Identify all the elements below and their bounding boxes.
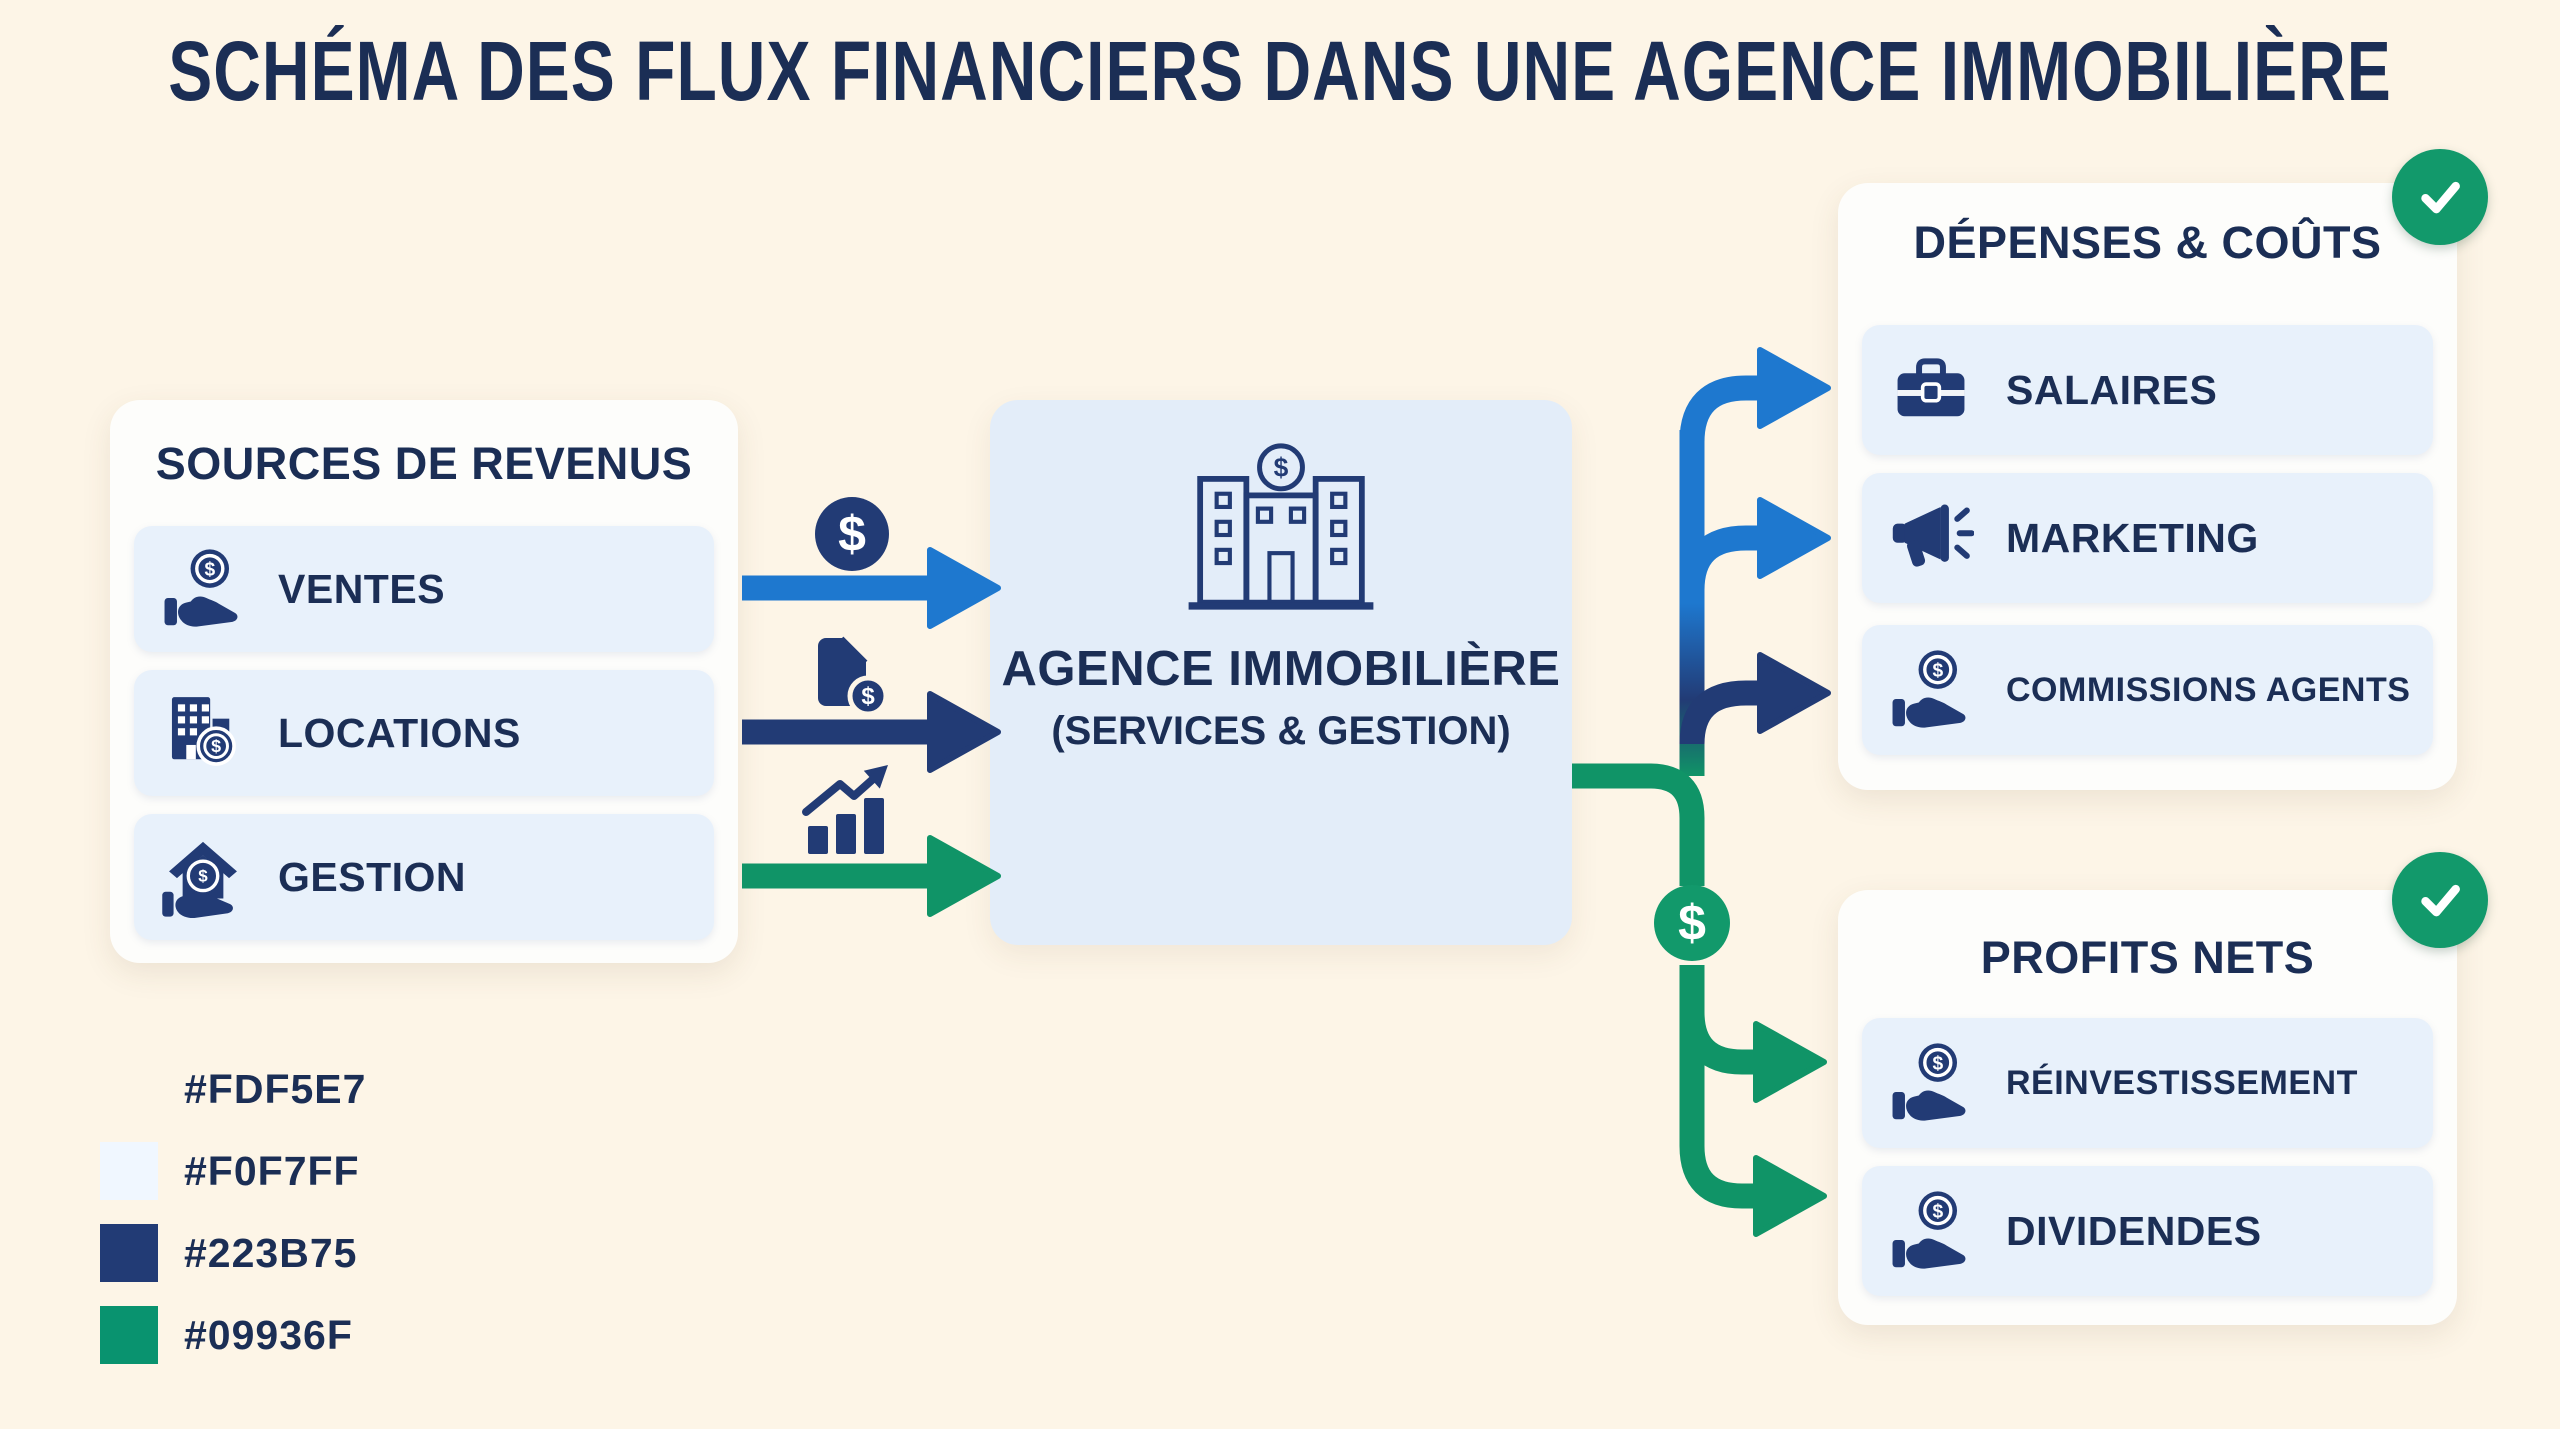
list-item-marketing: MARKETING bbox=[1862, 473, 2433, 603]
hand-coin-icon bbox=[160, 543, 246, 635]
profits-panel: PROFITS NETS RÉINVESTISSEMENT DIVIDENDES bbox=[1838, 852, 2488, 1325]
legend-hex-label: #09936F bbox=[184, 1311, 353, 1358]
dollar-coin-icon: $ bbox=[815, 497, 889, 571]
gestion-flow-arrow bbox=[742, 835, 1001, 917]
profits-outflow-line bbox=[1572, 763, 1705, 886]
locations-flow-arrow bbox=[742, 691, 1001, 773]
list-item-dividendes: DIVIDENDES bbox=[1862, 1166, 2433, 1296]
dividendes-flow-arrow bbox=[1679, 965, 1827, 1237]
color-legend: #FDF5E7 #F0F7FF #223B75 #09936F bbox=[100, 1060, 366, 1388]
expenses-panel-title: DÉPENSES & COÛTS bbox=[1913, 217, 2382, 268]
list-item-locations: LOCATIONS bbox=[134, 670, 714, 796]
legend-hex-label: #223B75 bbox=[184, 1229, 358, 1276]
marketing-flow-arrow bbox=[1679, 497, 1831, 591]
legend-item: #09936F bbox=[100, 1306, 366, 1364]
briefcase-icon bbox=[1888, 344, 1974, 436]
list-item-commissions: COMMISSIONS AGENTS bbox=[1862, 625, 2433, 755]
list-item-gestion: GESTION bbox=[134, 814, 714, 940]
dollar-glyph: $ bbox=[861, 683, 875, 710]
profit-dollar-badge: $ bbox=[1654, 885, 1730, 961]
legend-item: #FDF5E7 bbox=[100, 1060, 366, 1118]
list-item-label: GESTION bbox=[278, 853, 467, 900]
ventes-flow-arrow bbox=[742, 547, 1001, 629]
dollar-glyph: $ bbox=[1678, 895, 1706, 951]
list-item-reinvestissement: RÉINVESTISSEMENT bbox=[1862, 1018, 2433, 1148]
document-coin-icon: $ bbox=[818, 636, 889, 717]
sources-panel: SOURCES DE REVENUS VENTES LOCATIONS GEST… bbox=[110, 400, 738, 963]
dollar-glyph: $ bbox=[838, 506, 866, 562]
salaires-flow-arrow bbox=[1679, 347, 1831, 443]
building-coin-icon bbox=[160, 687, 246, 779]
list-item-ventes: VENTES bbox=[134, 526, 714, 652]
color-swatch bbox=[100, 1142, 158, 1200]
sources-panel-title: SOURCES DE REVENUS bbox=[155, 438, 693, 489]
hand-coin-icon bbox=[1888, 1037, 1974, 1129]
list-item-label: RÉINVESTISSEMENT bbox=[2006, 1063, 2358, 1102]
legend-item: #F0F7FF bbox=[100, 1142, 366, 1200]
list-item-label: COMMISSIONS AGENTS bbox=[2006, 670, 2411, 709]
color-swatch bbox=[100, 1224, 158, 1282]
list-item-label: VENTES bbox=[278, 565, 446, 612]
legend-hex-label: #FDF5E7 bbox=[184, 1065, 367, 1112]
list-item-label: DIVIDENDES bbox=[2006, 1207, 2262, 1254]
growth-chart-icon bbox=[802, 765, 888, 854]
list-item-label: LOCATIONS bbox=[278, 709, 521, 756]
house-coin-hand-icon bbox=[160, 831, 246, 923]
expenses-panel: DÉPENSES & COÛTS SALAIRES MARKETING COMM… bbox=[1838, 149, 2488, 790]
check-icon bbox=[2392, 149, 2488, 245]
check-icon bbox=[2392, 852, 2488, 948]
hand-coin-icon bbox=[1888, 644, 1974, 736]
list-item-label: SALAIRES bbox=[2006, 366, 2218, 413]
commissions-flow-arrow bbox=[1679, 652, 1831, 745]
color-swatch bbox=[100, 1306, 158, 1364]
legend-hex-label: #F0F7FF bbox=[184, 1147, 360, 1194]
agency-title: AGENCE IMMOBILIÈRE bbox=[1001, 642, 1561, 696]
list-item-label: MARKETING bbox=[2006, 514, 2259, 561]
legend-item: #223B75 bbox=[100, 1224, 366, 1282]
agency-subtitle: (SERVICES & GESTION) bbox=[1051, 709, 1511, 753]
color-swatch bbox=[100, 1060, 158, 1118]
profits-panel-title: PROFITS NETS bbox=[1980, 932, 2315, 983]
hand-coin-icon bbox=[1888, 1185, 1974, 1277]
bank-building-icon: $ bbox=[1188, 443, 1374, 610]
agency-box: $ AGENCE IMMOBILIÈRE (SERVICES & GESTION… bbox=[990, 400, 1572, 945]
dollar-glyph: $ bbox=[1274, 452, 1289, 482]
reinvestissement-flow-arrow bbox=[1679, 965, 1827, 1103]
list-item-salaires: SALAIRES bbox=[1862, 325, 2433, 455]
megaphone-icon bbox=[1888, 492, 1974, 584]
page-title: SCHÉMA DES FLUX FINANCIERS DANS UNE AGEN… bbox=[168, 23, 2392, 119]
